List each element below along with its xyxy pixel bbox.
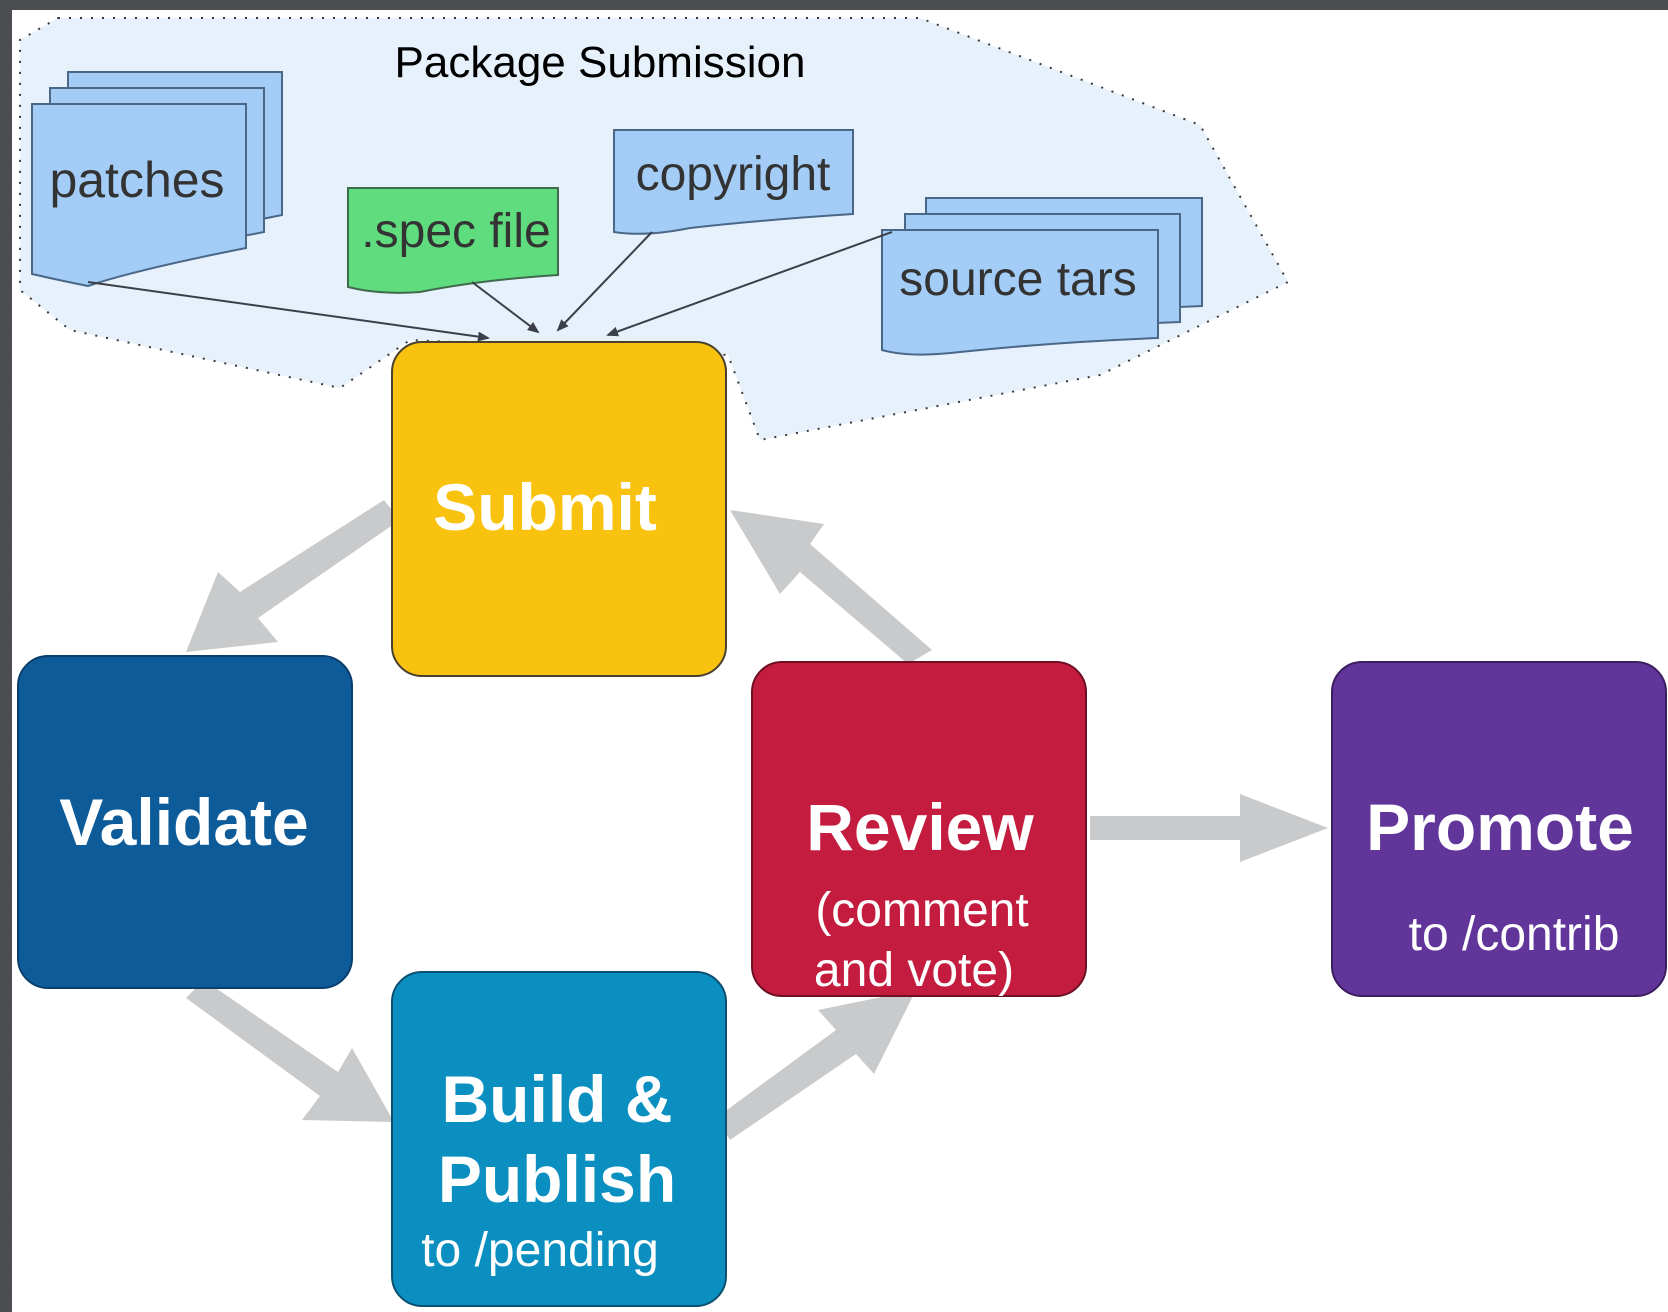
- review-to-promote-arrow: [1090, 794, 1328, 862]
- build-to-review-arrow: [716, 990, 916, 1140]
- validate-to-build-arrow: [186, 980, 394, 1122]
- review-title: Review: [806, 790, 1034, 864]
- copyright-label: copyright: [636, 148, 831, 201]
- promote-step: Promote to /contrib: [1331, 661, 1667, 997]
- patches-label: patches: [49, 152, 224, 208]
- validate-step: Validate: [17, 655, 353, 989]
- promote-title: Promote: [1366, 790, 1634, 864]
- patches-document: patches: [31, 71, 283, 288]
- copyright-document: copyright: [613, 129, 854, 235]
- source-tars-to-submit-arrow: [606, 231, 893, 337]
- spec-to-submit-arrow: [471, 281, 540, 334]
- source-tars-document: source tars: [881, 197, 1203, 356]
- promote-subtitle: to /contrib: [1409, 908, 1620, 961]
- submit-to-validate-arrow: [186, 500, 400, 652]
- build-publish-title-line1: Build &: [442, 1062, 673, 1136]
- build-publish-step: Build & Publish to /pending: [391, 971, 727, 1307]
- package-submission-label: Package Submission: [395, 38, 806, 87]
- review-subtitle-line2: and vote): [814, 944, 1014, 997]
- review-subtitle-line1: (comment: [815, 884, 1028, 937]
- patches-to-submit-arrow: [87, 281, 490, 342]
- build-publish-title-line2: Publish: [438, 1142, 676, 1216]
- spec-file-label: .spec file: [361, 205, 550, 258]
- submit-step: Submit: [391, 341, 727, 677]
- build-publish-subtitle: to /pending: [421, 1224, 659, 1277]
- validate-title: Validate: [59, 785, 308, 859]
- spec-file-document: .spec file: [347, 187, 559, 294]
- copyright-to-submit-arrow: [556, 231, 653, 332]
- source-tars-label: source tars: [899, 253, 1136, 306]
- submit-title: Submit: [433, 470, 657, 544]
- review-to-submit-arrow: [730, 510, 932, 664]
- review-step: Review (comment and vote): [751, 661, 1087, 997]
